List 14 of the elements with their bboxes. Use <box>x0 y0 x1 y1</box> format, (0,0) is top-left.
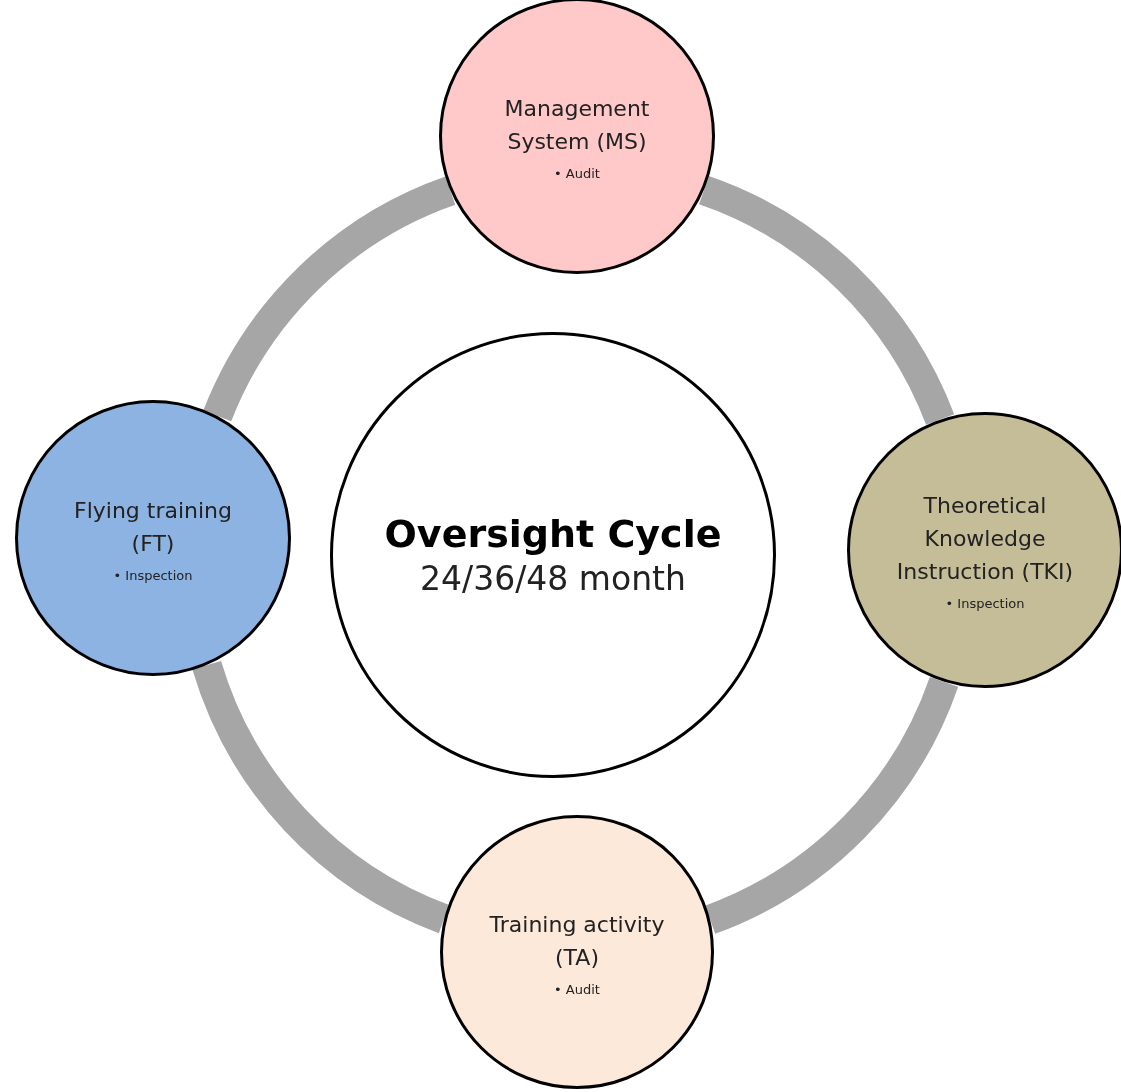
phase-title: Theoretical Knowledge Instruction (TKI) <box>895 492 1075 586</box>
ring-connector <box>192 660 451 933</box>
bullet-item: • Audit <box>554 165 600 181</box>
phase-title: Management System (MS) <box>503 94 651 156</box>
ring-connector <box>203 176 457 423</box>
bullet-item: • Audit <box>554 981 600 997</box>
ring-connector <box>698 176 954 426</box>
phase-title: Training activity (TA) <box>488 910 666 972</box>
ring-connector <box>704 676 958 934</box>
bullet-item: • Inspection <box>113 567 193 583</box>
phase-title: Flying training (FT) <box>73 496 233 558</box>
bullet-item: • Inspection <box>945 596 1025 611</box>
center-subtitle: 24/36/48 month <box>420 558 686 599</box>
center-title: Oversight Cycle <box>384 511 722 559</box>
